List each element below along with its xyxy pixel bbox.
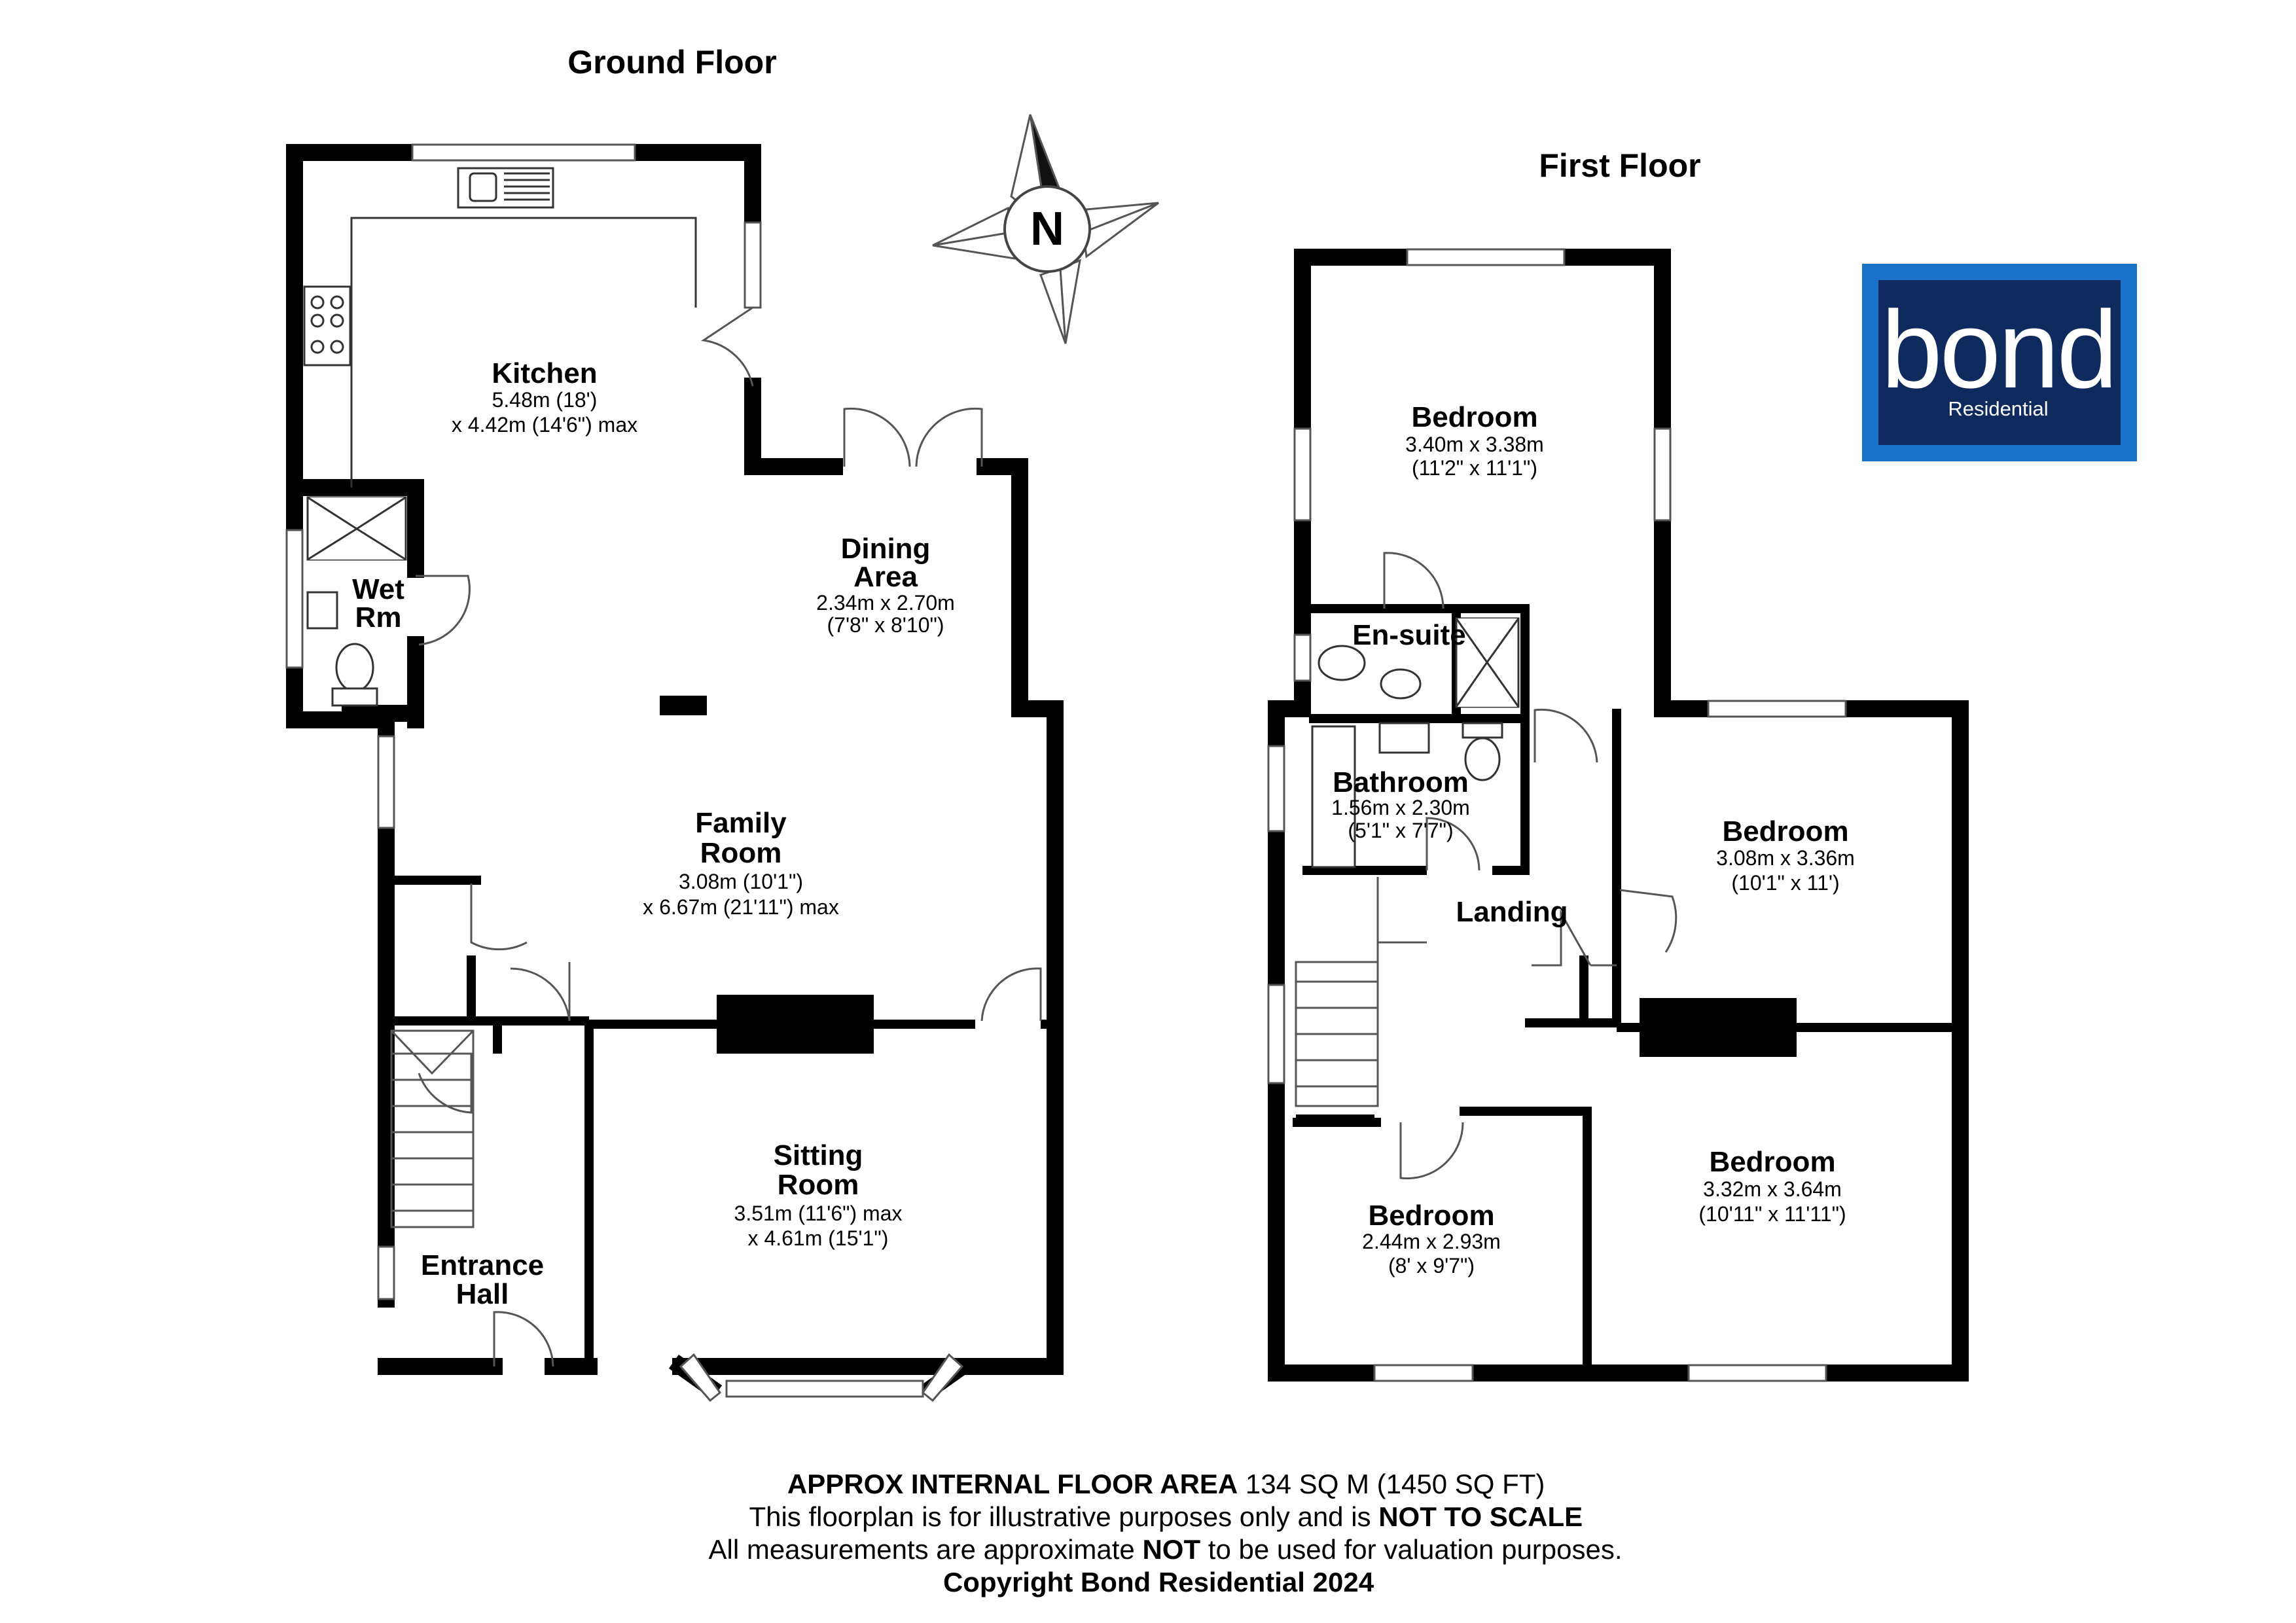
footer-scale-disclaimer: This floorplan is for illustrative purpo…: [711, 1501, 1605, 1532]
compass-north-label: N: [1030, 203, 1064, 255]
ground-floor-walls: [286, 144, 1064, 1400]
bedroom-1-dim-2: (11'2" x 11'1"): [1412, 456, 1537, 480]
first-floor-chimney: [1640, 998, 1797, 1057]
kitchen-dim-2: x 4.42m (14'6") max: [452, 413, 637, 437]
bedroom-3-dim-1: 2.44m x 2.93m: [1362, 1230, 1501, 1253]
logo-wordmark: bond: [1881, 288, 2115, 411]
dining-dim-1: 2.34m x 2.70m: [816, 591, 955, 615]
footer-valuation-text-b: to be used for valuation purposes.: [1200, 1534, 1622, 1565]
kitchen-worktop: [303, 167, 697, 488]
sitting-room-dim-1: 3.51m (11'6") max: [734, 1202, 903, 1225]
sitting-fireplace: [717, 995, 874, 1054]
sitting-room-label-2: Room: [778, 1169, 859, 1201]
bedroom-3-dim-2: (8' x 9'7"): [1388, 1254, 1475, 1277]
bedroom-2-dim-1: 3.08m x 3.36m: [1716, 846, 1855, 870]
logo-subtitle: Residential: [1948, 397, 2048, 420]
footer-valuation-text-a: All measurements are approximate: [708, 1534, 1142, 1565]
footer-valuation-disclaimer: All measurements are approximate NOT to …: [672, 1534, 1645, 1565]
ground-stairs: [390, 1029, 475, 1228]
sitting-room-label-1: Sitting: [774, 1139, 863, 1171]
ground-floor-doors: [416, 306, 1042, 1367]
bond-residential-logo: bond Residential: [1862, 264, 2137, 461]
bedroom-2-label: Bedroom: [1722, 815, 1848, 847]
footer-scale-text: This floorplan is for illustrative purpo…: [749, 1501, 1378, 1532]
sitting-room-dim-2: x 4.61m (15'1"): [748, 1226, 889, 1250]
dining-label-1: Dining: [841, 533, 931, 565]
bathroom-dim-1: 1.56m x 2.30m: [1331, 796, 1470, 819]
wet-room-fixtures: [306, 496, 407, 707]
kitchen-dim-1: 5.48m (18'): [492, 388, 598, 412]
wet-room-label-1: Wet: [352, 573, 404, 605]
footer-not-bold: NOT: [1142, 1534, 1200, 1565]
first-floor-windows: [1267, 248, 1847, 1382]
entrance-hall-label-1: Entrance: [421, 1249, 544, 1281]
family-room-dim-2: x 6.67m (21'11") max: [643, 895, 839, 919]
footer-not-to-scale: NOT TO SCALE: [1378, 1501, 1583, 1532]
footer-floor-area-label: APPROX INTERNAL FLOOR AREA: [787, 1469, 1238, 1499]
bedroom-4-label: Bedroom: [1709, 1146, 1835, 1178]
kitchen-label: Kitchen: [492, 357, 597, 389]
first-floor-fixtures: [1311, 617, 1520, 868]
bathroom-label: Bathroom: [1333, 766, 1469, 798]
bedroom-4-dim-1: 3.32m x 3.64m: [1703, 1177, 1842, 1201]
dining-label-2: Area: [853, 561, 918, 593]
bedroom-3-label: Bedroom: [1368, 1200, 1494, 1232]
wet-room-label-2: Rm: [355, 601, 402, 633]
ground-floor-windows: [285, 143, 964, 1402]
footer-floor-area-value: 134 SQ M (1450 SQ FT): [1238, 1469, 1545, 1499]
ground-floor-title: Ground Floor: [567, 44, 776, 80]
dining-dim-2: (7'8" x 8'10"): [827, 613, 944, 637]
footer-copyright: Copyright Bond Residential 2024: [943, 1567, 1374, 1597]
bedroom-4-dim-2: (10'11" x 11'11"): [1698, 1202, 1846, 1226]
footer-floor-area: APPROX INTERNAL FLOOR AREA 134 SQ M (145…: [749, 1469, 1568, 1499]
first-floor-walls: [1268, 249, 1969, 1382]
ground-chimney-block: [660, 696, 707, 715]
first-floor-title: First Floor: [1539, 147, 1700, 184]
bathroom-dim-2: (5'1" x 7'7"): [1348, 819, 1453, 842]
family-room-label-1: Family: [695, 807, 787, 839]
ensuite-label: En-suite: [1352, 619, 1466, 651]
bedroom-2-dim-2: (10'1" x 11'): [1731, 871, 1839, 895]
bedroom-1-dim-1: 3.40m x 3.38m: [1405, 433, 1544, 456]
family-room-dim-1: 3.08m (10'1"): [679, 870, 803, 893]
first-floor-doors: [1383, 552, 1677, 1180]
compass-rose-icon: N: [932, 114, 1159, 344]
family-room-label-2: Room: [700, 837, 782, 869]
landing-label: Landing: [1456, 896, 1568, 928]
bedroom-1-label: Bedroom: [1411, 401, 1537, 433]
first-stairs: [1295, 877, 1427, 1107]
entrance-hall-label-2: Hall: [456, 1278, 509, 1310]
